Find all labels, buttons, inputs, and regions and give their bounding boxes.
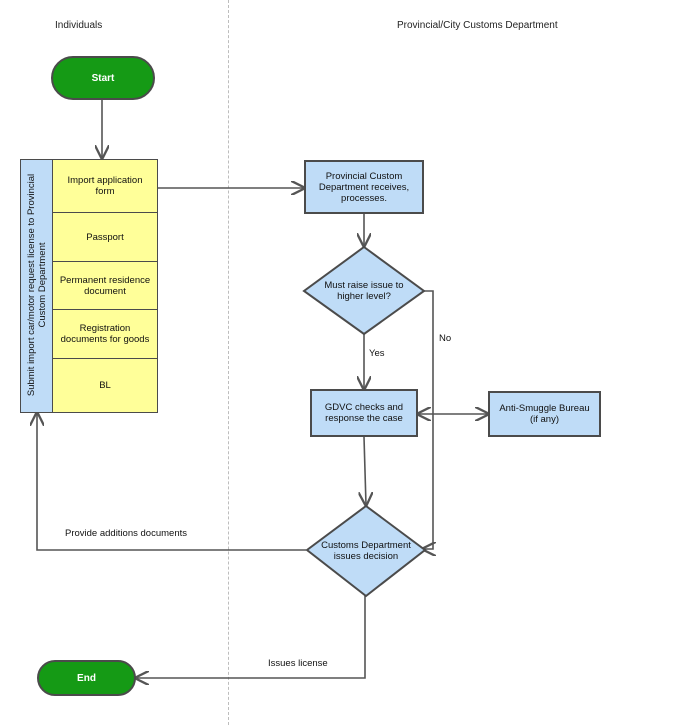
edge-label-no: No: [439, 333, 452, 344]
edge-decision-issues-license: [136, 595, 366, 678]
document-import-application-form: Import application form: [52, 159, 158, 213]
lane-title-individuals: Individuals: [55, 20, 103, 31]
edge-raise-issue-no: [423, 290, 433, 549]
document-registration-goods: Registration documents for goods: [52, 309, 158, 359]
receive-process: Provincial Custom Department receives, p…: [304, 160, 424, 214]
gdvc-process: GDVC checks and response the case: [310, 389, 418, 437]
anti-smuggle-process: Anti-Smuggle Bureau (if any): [488, 391, 601, 437]
edge-label-provide-docs: Provide additions documents: [65, 528, 187, 539]
edge-label-issues-license: Issues license: [268, 658, 328, 669]
edge-decision-provide-docs: [37, 413, 306, 551]
start-terminal: Start: [51, 56, 155, 100]
edge-gdvc-to-decision: [364, 436, 366, 505]
document-passport: Passport: [52, 212, 158, 262]
end-label: End: [77, 672, 96, 684]
lane-divider: [228, 0, 229, 725]
lane-title-customs: Provincial/City Customs Department: [397, 20, 558, 31]
raise-issue-label: Must raise issue to higher level?: [324, 280, 404, 302]
submit-group-label: Submit import car/motor request license …: [26, 173, 48, 397]
decision-diamond: [305, 504, 427, 598]
raise-issue-diamond: [302, 245, 426, 336]
document-permanent-residence: Permanent residence document: [52, 261, 158, 310]
end-terminal: End: [37, 660, 136, 696]
submit-group-sidebar: Submit import car/motor request license …: [20, 159, 53, 413]
document-bl: BL: [52, 358, 158, 413]
edge-label-yes: Yes: [369, 348, 385, 359]
decision-label: Customs Department issues decision: [321, 540, 411, 562]
start-label: Start: [91, 72, 115, 84]
